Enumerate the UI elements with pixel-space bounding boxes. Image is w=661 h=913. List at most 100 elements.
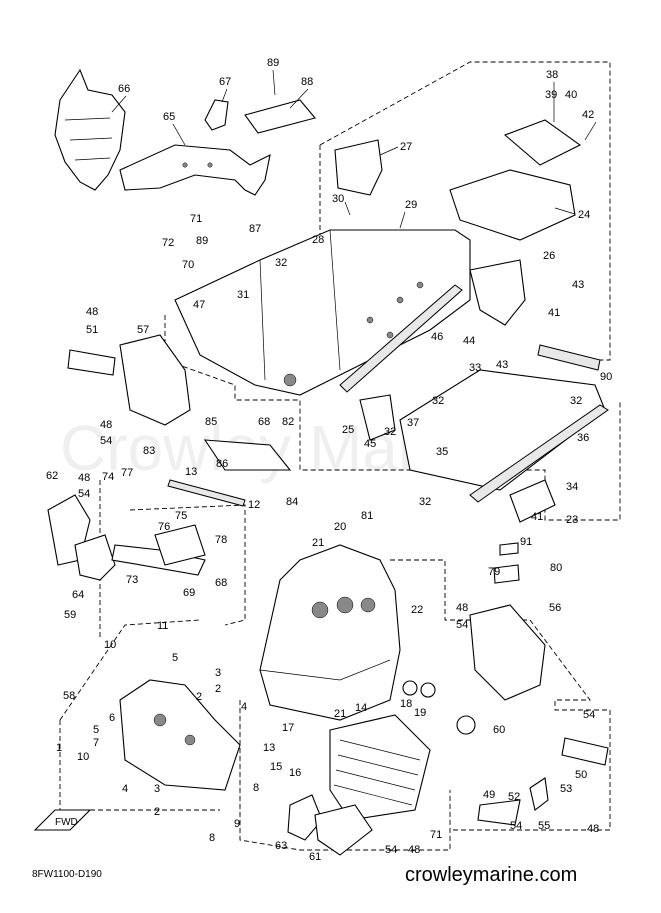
callout: 54 — [510, 820, 522, 832]
callout: 4 — [241, 701, 247, 713]
callout: 54 — [78, 488, 90, 500]
callout: 90 — [600, 371, 612, 383]
callout: 72 — [162, 237, 174, 249]
callout: 70 — [182, 259, 194, 271]
part-61-arm — [314, 804, 373, 856]
callout: 54 — [456, 619, 468, 631]
callout: 32 — [570, 395, 582, 407]
main-chassis-tunnel — [174, 229, 471, 396]
callout: 62 — [46, 470, 58, 482]
callout: 88 — [301, 76, 313, 88]
callout: 53 — [560, 783, 572, 795]
callout: 82 — [282, 416, 294, 428]
part-90-rail — [537, 344, 601, 371]
part-60-pulley — [456, 715, 476, 735]
callout: 44 — [463, 335, 475, 347]
part-24-plate — [449, 169, 576, 241]
callout: 1 — [56, 742, 62, 754]
callout: 8 — [209, 832, 215, 844]
callout: 76 — [158, 521, 170, 533]
part-64-cover — [74, 534, 116, 581]
callout: 83 — [143, 445, 155, 457]
callout: 81 — [361, 510, 373, 522]
callout: 59 — [64, 609, 76, 621]
callout: 56 — [549, 602, 561, 614]
callout: 85 — [205, 416, 217, 428]
callout: 38 — [546, 69, 558, 81]
callout: 23 — [566, 514, 578, 526]
callout: 43 — [496, 359, 508, 371]
callout: 67 — [219, 76, 231, 88]
part-79-block — [493, 564, 520, 584]
callout: 29 — [405, 199, 417, 211]
callout: 61 — [309, 851, 321, 863]
callout: 48 — [78, 472, 90, 484]
part-88-plate — [244, 99, 316, 134]
callout: 60 — [493, 724, 505, 736]
callout: 37 — [407, 417, 419, 429]
callout: 48 — [408, 844, 420, 856]
callout: 35 — [436, 446, 448, 458]
part-66-bracket — [54, 68, 126, 191]
front-frame-assembly — [259, 544, 401, 721]
part-73-bracket — [111, 544, 206, 576]
callout: 68 — [215, 577, 227, 589]
leader-lines — [111, 69, 597, 229]
callout: 52 — [508, 791, 520, 803]
callout: 20 — [334, 521, 346, 533]
callout: 48 — [86, 306, 98, 318]
part-91-block — [499, 542, 519, 556]
callout: 13 — [185, 466, 197, 478]
callout: 10 — [77, 751, 89, 763]
callout: 64 — [72, 589, 84, 601]
callout: 54 — [583, 709, 595, 721]
callout: 69 — [183, 587, 195, 599]
callout: 87 — [249, 223, 261, 235]
callout: 71 — [430, 829, 442, 841]
callout: 54 — [100, 435, 112, 447]
callout: 73 — [126, 574, 138, 586]
part-48-plate — [67, 349, 116, 376]
callout: 68 — [258, 416, 270, 428]
fwd-arrow-icon: FWD — [33, 809, 92, 831]
callout: 43 — [572, 279, 584, 291]
part-75-bracket — [154, 524, 206, 566]
callout: 21 — [312, 537, 324, 549]
callout: 89 — [196, 235, 208, 247]
callout: 41 — [531, 511, 543, 523]
fwd-label: FWD — [55, 817, 78, 828]
callout: 42 — [582, 109, 594, 121]
callout: 63 — [275, 840, 287, 852]
part-26-bracket — [469, 259, 526, 326]
callout: 24 — [578, 209, 590, 221]
callout: 89 — [267, 57, 279, 69]
callout: 41 — [548, 307, 560, 319]
callout: 11 — [157, 620, 168, 632]
callout: 2 — [196, 691, 202, 703]
callout: 17 — [282, 722, 294, 734]
callout: 71 — [190, 213, 202, 225]
callout: 86 — [216, 458, 228, 470]
part-86-plate — [203, 439, 292, 471]
callout: 22 — [411, 604, 423, 616]
callout: 5 — [172, 652, 178, 664]
callout: 25 — [342, 424, 354, 436]
part-25-bracket — [359, 394, 396, 441]
callout: 48 — [587, 823, 599, 835]
callout: 12 — [248, 499, 260, 511]
callout: 48 — [456, 602, 468, 614]
callout: 5 — [93, 724, 99, 736]
callout: 45 — [364, 438, 376, 450]
callout: 7 — [93, 737, 99, 749]
callout: 65 — [163, 111, 175, 123]
callout: 80 — [550, 562, 562, 574]
part-38-plate — [503, 119, 582, 166]
part-56-bracket — [469, 604, 546, 701]
callout: 50 — [575, 769, 587, 781]
callout: 28 — [312, 234, 324, 246]
callout: 91 — [520, 536, 532, 548]
callout: 51 — [86, 324, 98, 336]
callout: 10 — [104, 639, 116, 651]
callout: 48 — [100, 419, 112, 431]
part-53-bracket — [529, 777, 549, 811]
